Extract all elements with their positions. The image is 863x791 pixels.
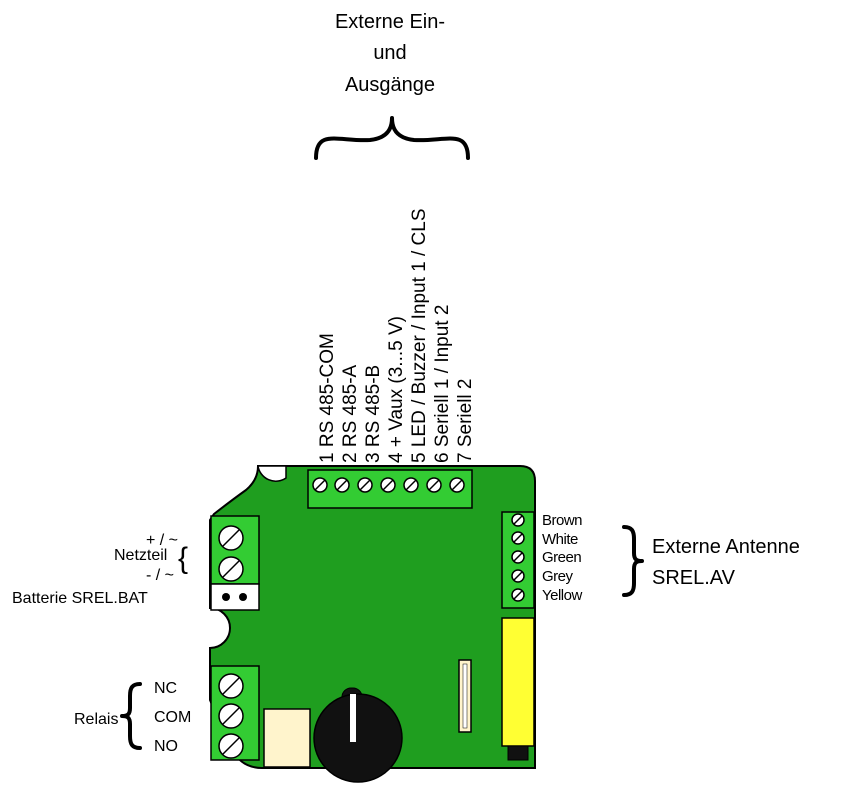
netzteil-group: Netzteil { + / ~ - / ~: [114, 532, 188, 584]
power-screw-minus: [218, 556, 244, 582]
antenna-wire-labels: Brown White Green Grey Yellow: [542, 512, 583, 604]
antenna-terminal-block: [501, 511, 535, 609]
battery-connector: [210, 583, 260, 611]
yellow-component: [501, 617, 535, 747]
io-terminal-screw: [334, 477, 350, 493]
relais-contact-nc: NC: [154, 680, 177, 697]
io-terminal-screw: [426, 477, 442, 493]
batterie-label: Batterie SREL.BAT: [12, 590, 148, 607]
buzzer-slot: [350, 694, 356, 742]
yellow-component-base: [507, 745, 529, 761]
antenna-screw: [511, 550, 525, 564]
battery-pin: [239, 593, 247, 601]
buzzer-body: [313, 693, 403, 783]
pin-label: 1 RS 485-COM: [317, 333, 338, 463]
antenna-screw: [511, 531, 525, 545]
pin-label: 2 RS 485-A: [340, 364, 361, 463]
netzteil-brace: {: [178, 542, 188, 575]
small-connector-slot: [462, 663, 468, 729]
antenna-wire-brown: Brown: [542, 512, 582, 529]
antenna-label-line-1: Externe Antenne: [652, 536, 800, 558]
power-screw-plus: [218, 525, 244, 551]
pin-label: 7 Seriell 2: [455, 379, 476, 464]
antenna-wire-yellow: Yellow: [542, 587, 582, 604]
relay-component: [263, 708, 311, 768]
io-terminal-screw: [403, 477, 419, 493]
top-label: Externe Ein- und Ausgänge: [335, 11, 445, 96]
antenna-screw: [511, 513, 525, 527]
io-terminal-screw: [380, 477, 396, 493]
mounting-notch-top: [257, 465, 287, 482]
antenna-screw: [511, 569, 525, 583]
antenna-screw: [511, 588, 525, 602]
top-label-line-3: Ausgänge: [345, 74, 435, 96]
io-terminal-screw: [312, 477, 328, 493]
pin-label: 4 + Vaux (3...5 V): [386, 316, 407, 463]
top-label-line-2: und: [373, 42, 406, 64]
power-terminal-block: [210, 515, 260, 585]
antenna-brace: [622, 525, 644, 597]
netzteil-minus-label: - / ~: [146, 567, 174, 584]
relais-label: Relais: [74, 711, 118, 728]
buzzer: [313, 687, 403, 783]
top-label-line-1: Externe Ein-: [335, 11, 445, 33]
pin-label: 3 RS 485-B: [363, 365, 384, 463]
io-terminal-screw: [357, 477, 373, 493]
relay-screw-nc: [218, 673, 244, 699]
top-brace: [314, 116, 470, 160]
io-terminal-block: [307, 469, 473, 509]
relay-screw-no: [218, 733, 244, 759]
relais-contact-no: NO: [154, 738, 178, 755]
netzteil-label: Netzteil: [114, 547, 167, 564]
antenna-label-line-2: SREL.AV: [652, 567, 736, 589]
netzteil-plus-label: + / ~: [146, 532, 178, 549]
pcb-board: [209, 465, 536, 769]
antenna-wire-white: White: [542, 531, 578, 548]
battery-pin: [222, 593, 230, 601]
antenna-wire-grey: Grey: [542, 568, 574, 585]
relais-group: Relais NC COM NO: [74, 680, 191, 755]
pin-labels: 1 RS 485-COM 2 RS 485-A 3 RS 485-B 4 + V…: [317, 208, 476, 463]
relais-brace: [120, 682, 142, 750]
relay-terminal-block: [210, 665, 260, 761]
relais-contact-com: COM: [154, 709, 191, 726]
pin-label: 6 Seriell 1 / Input 2: [432, 305, 453, 463]
relay-screw-com: [218, 703, 244, 729]
pin-label: 5 LED / Buzzer / Input 1 / CLS: [409, 208, 430, 463]
io-terminal-screw: [449, 477, 465, 493]
antenna-wire-green: Green: [542, 549, 581, 566]
